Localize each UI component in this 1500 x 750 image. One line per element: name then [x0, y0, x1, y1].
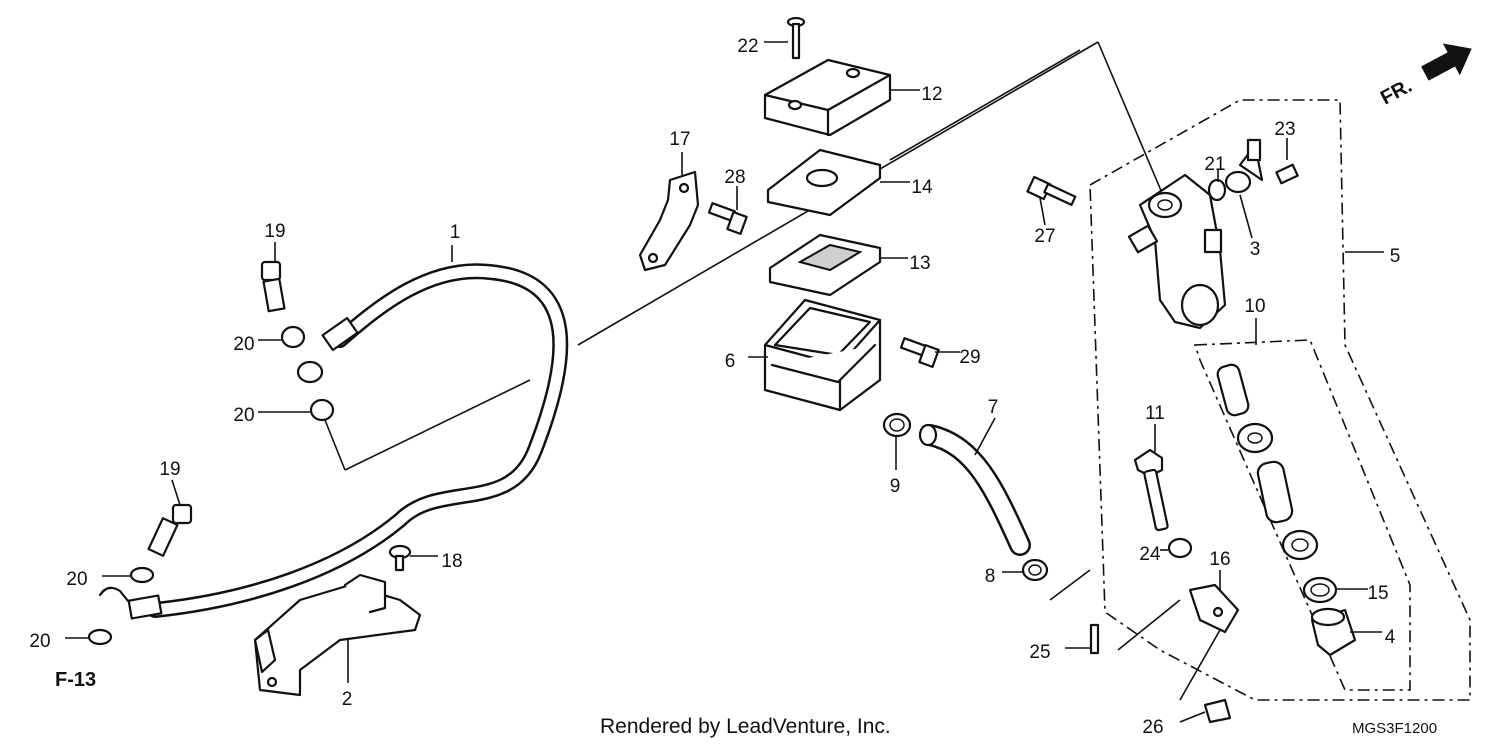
callout-number[interactable]: 20 — [233, 405, 254, 426]
push-rod-boot[interactable] — [1310, 607, 1357, 657]
callout-number[interactable]: 24 — [1139, 544, 1161, 565]
callout-number[interactable]: 20 — [233, 334, 254, 355]
master-cylinder[interactable] — [1127, 173, 1227, 330]
callout-number[interactable]: 11 — [1145, 403, 1165, 424]
callout-number[interactable]: 29 — [959, 347, 980, 368]
callout-number[interactable]: 23 — [1274, 119, 1295, 140]
callout-number[interactable]: 25 — [1029, 642, 1050, 663]
oil-inlet-joint[interactable] — [1224, 138, 1264, 194]
front-arrow-icon — [1421, 43, 1472, 81]
callout-number[interactable]: 3 — [1250, 239, 1261, 260]
diaphragm-plate[interactable] — [766, 148, 882, 217]
reference-label[interactable]: F-13 — [55, 669, 96, 691]
callout-leader — [974, 417, 996, 456]
callout-number[interactable]: 12 — [921, 84, 942, 105]
callout-number[interactable]: 16 — [1209, 549, 1230, 570]
bolt-27[interactable] — [1026, 175, 1077, 206]
callout-number[interactable]: 8 — [985, 566, 996, 587]
callout-number[interactable]: 26 — [1142, 717, 1163, 738]
reservoir-diaphragm[interactable] — [768, 233, 882, 297]
callout-number[interactable]: 2 — [342, 689, 353, 710]
callout-number[interactable]: 22 — [737, 36, 758, 57]
diagram-code: MGS3F1200 — [1352, 720, 1437, 737]
joint-pin[interactable] — [1089, 623, 1100, 655]
reservoir-hose[interactable] — [918, 423, 1031, 556]
screw-23[interactable] — [1275, 163, 1299, 185]
bolt-29[interactable] — [899, 337, 940, 368]
callout-leader — [1179, 711, 1206, 723]
sealing-washers[interactable] — [87, 325, 335, 646]
callout-number[interactable]: 17 — [669, 129, 690, 150]
piston-set[interactable] — [1216, 363, 1319, 561]
push-rod-nut[interactable] — [1167, 537, 1193, 559]
callout-number[interactable]: 28 — [724, 167, 745, 188]
cap-screw[interactable] — [786, 16, 806, 60]
callout-number[interactable]: 18 — [441, 551, 462, 572]
callout-number[interactable]: 19 — [264, 221, 285, 242]
callout-number[interactable]: 27 — [1034, 226, 1055, 247]
reservoir-bracket[interactable] — [638, 170, 700, 272]
callout-number[interactable]: 19 — [159, 459, 180, 480]
front-direction-indicator: FR. — [1377, 43, 1472, 110]
reservoir-cap[interactable] — [763, 58, 892, 137]
hose-clamp-9[interactable] — [882, 412, 912, 438]
cotter-clip[interactable] — [1203, 698, 1232, 724]
callout-number[interactable]: 7 — [988, 397, 999, 418]
screw-18[interactable] — [388, 544, 412, 572]
callout-leader — [1039, 197, 1046, 226]
push-rod[interactable] — [1133, 448, 1169, 532]
snap-ring[interactable] — [1302, 576, 1338, 604]
callout-leader — [1239, 194, 1253, 239]
o-ring-21[interactable] — [1207, 178, 1227, 202]
assembly-outline-5 — [1089, 99, 1471, 701]
callout-number[interactable]: 20 — [66, 569, 87, 590]
assembly-outline-10 — [1193, 339, 1411, 691]
callout-number[interactable]: 1 — [450, 222, 461, 243]
push-rod-joint[interactable] — [1188, 583, 1240, 634]
front-direction-label: FR. — [1377, 75, 1416, 110]
bolt-28[interactable] — [707, 202, 748, 235]
callout-labels: 1234567891011121314151617181919202020202… — [29, 36, 1400, 738]
callout-number[interactable]: 13 — [909, 253, 930, 274]
callout-number[interactable]: 5 — [1390, 246, 1401, 267]
callout-number[interactable]: 9 — [890, 476, 901, 497]
callout-number[interactable]: 15 — [1367, 583, 1388, 604]
oil-bolt-lower[interactable] — [147, 503, 193, 557]
callout-number[interactable]: 6 — [725, 351, 736, 372]
callout-number[interactable]: 21 — [1204, 154, 1225, 175]
callout-number[interactable]: 4 — [1385, 627, 1396, 648]
hose-guide-bracket[interactable] — [253, 573, 422, 697]
callout-number[interactable]: 20 — [29, 631, 50, 652]
footer-credit: Rendered by LeadVenture, Inc. — [600, 715, 891, 738]
callout-number[interactable]: 10 — [1244, 296, 1265, 317]
hose-clamp-8[interactable] — [1021, 558, 1049, 582]
callout-number[interactable]: 14 — [911, 177, 933, 198]
brake-hose[interactable] — [98, 263, 569, 620]
reservoir-tank[interactable] — [763, 298, 882, 412]
callout-leader — [171, 479, 181, 506]
oil-bolt-upper[interactable] — [260, 260, 286, 313]
